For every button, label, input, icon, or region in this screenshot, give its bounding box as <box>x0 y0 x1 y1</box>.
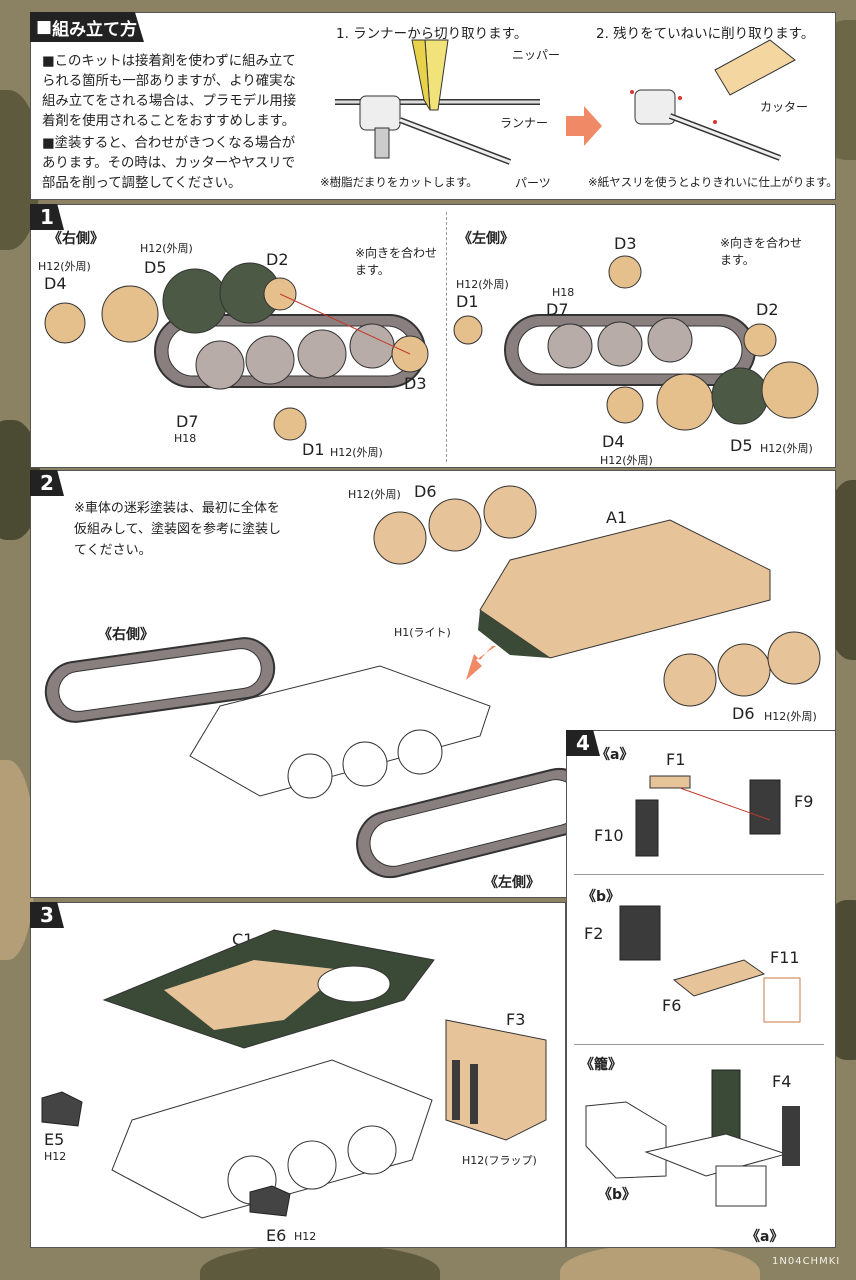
howto-step2-title: 2. 残りをていねいに削り取ります。 <box>596 26 815 42</box>
part-D1-left: D1 <box>456 292 479 311</box>
part-D6-bottom: D6 <box>732 704 755 723</box>
step-4-a-title: 《a》 <box>596 747 634 763</box>
step-4-cage-a-label: 《a》 <box>746 1229 784 1245</box>
arrow-icon <box>566 106 602 146</box>
step-4-a-parts <box>635 775 781 857</box>
step-2-hull-white <box>189 665 491 799</box>
step-4-cage-parts <box>585 1069 800 1207</box>
part-D7-left: D7 <box>546 300 569 319</box>
step-1-right-wheels <box>44 262 281 344</box>
runner-cut-illustration <box>335 39 540 165</box>
part-E5-shape <box>41 1091 83 1127</box>
step-1-number: 1 <box>30 204 64 230</box>
part-D4-right-h12: H12(外周) <box>38 260 91 273</box>
step-4-divider-2 <box>574 1044 824 1045</box>
section-title: ■組み立て方 <box>30 12 144 42</box>
part-F1: F1 <box>666 750 686 769</box>
step-2-number: 2 <box>30 470 64 496</box>
part-D1-left-h12: H12(外周) <box>456 278 509 291</box>
part-E6-shape <box>249 1185 291 1217</box>
part-D7-right: D7 <box>176 412 199 431</box>
part-D3-left: D3 <box>614 234 637 253</box>
part-E5-h12: H12 <box>44 1150 67 1163</box>
step-2-left-track <box>356 768 593 879</box>
part-F11: F11 <box>770 948 800 967</box>
part-F10: F10 <box>594 826 624 845</box>
step-2-paint-note: ※車体の迷彩塗装は、最初に全体を仮組みして、塗装図を参考に塗装してください。 <box>74 501 281 558</box>
part-D4-left: D4 <box>602 432 625 451</box>
part-D2-right: D2 <box>266 250 289 269</box>
step-1-divider <box>446 212 448 462</box>
intro-paragraph-1: ■このキットは接着剤を使わずに組み立てられる箇所も一部ありますが、より確実な組み… <box>42 54 297 129</box>
step-4-cage-title: 《籠》 <box>580 1057 622 1073</box>
part-D5-right: D5 <box>144 258 167 277</box>
step-2-hull-tan <box>478 519 771 659</box>
howto-step1-title: 1. ランナーから切り取ります。 <box>336 26 528 42</box>
step-1-right-track <box>154 314 426 390</box>
part-E6-h12: H12 <box>294 1230 317 1243</box>
intro-text: ■このキットは接着剤を使わずに組み立てられる箇所も一部ありますが、より確実な組み… <box>42 52 304 196</box>
part-D7-right-h18: H18 <box>174 432 197 445</box>
part-D1-right: D1 <box>302 440 325 459</box>
runner-label: ランナー <box>500 116 549 130</box>
arrow-icon <box>466 646 496 680</box>
part-D4-left-h12: H12(外周) <box>600 454 653 467</box>
part-F9: F9 <box>794 792 814 811</box>
part-D6-top-h12: H12(外周) <box>348 488 401 501</box>
step-3-flap <box>445 1019 547 1141</box>
part-D3-right: D3 <box>404 374 427 393</box>
cutter-label: カッター <box>760 100 809 114</box>
step-3-upper-hull <box>102 929 435 1049</box>
part-F4: F4 <box>772 1072 792 1091</box>
part-D7-left-h18: H18 <box>552 286 575 299</box>
step-1-right-orient-note: ※向きを合わせます。 <box>355 246 438 277</box>
nipper-label: ニッパー <box>512 48 561 62</box>
step-3-lower-hull <box>111 1059 433 1219</box>
part-A1: A1 <box>606 508 628 527</box>
step-1-left-track <box>504 314 756 386</box>
part-F2: F2 <box>584 924 604 943</box>
intro-paragraph-2: ■塗装すると、合わせがきつくなる場合があります。その時は、カッターやヤスリで部品… <box>42 136 296 191</box>
howto-note-2: ※紙ヤスリを使うとよりきれいに仕上がります。 <box>588 175 838 189</box>
cutter-illustration <box>630 39 796 161</box>
step-4-b-title: 《b》 <box>582 889 621 905</box>
footer-code: 1N04CHMKI <box>772 1256 841 1267</box>
step-4-cage-b-label: 《b》 <box>598 1187 637 1203</box>
part-E5: E5 <box>44 1130 65 1149</box>
step-1-right-title: 《右側》 <box>48 231 104 247</box>
parts-label: パーツ <box>515 176 551 190</box>
step-2-right-track <box>44 637 276 723</box>
part-F3: F3 <box>506 1010 526 1029</box>
step-1-left-wheels <box>606 361 819 431</box>
step-1-right-small-parts <box>263 277 429 441</box>
part-D5-left: D5 <box>730 436 753 455</box>
part-D4-right: D4 <box>44 274 67 293</box>
part-F6: F6 <box>662 996 682 1015</box>
part-D6-bottom-h12: H12(外周) <box>764 710 817 723</box>
step-1-left-small-parts <box>453 255 777 357</box>
howto-note-1: ※樹脂だまりをカットします。 <box>320 175 478 189</box>
part-H1-light: H1(ライト) <box>394 626 451 639</box>
part-D6-top: D6 <box>414 482 437 501</box>
part-F3-flap-label: H12(フラップ) <box>462 1154 537 1167</box>
step-1-left-title: 《左側》 <box>458 231 514 247</box>
part-E6: E6 <box>266 1226 287 1245</box>
part-D5-right-h12: H12(外周) <box>140 242 193 255</box>
step-2-wheels-top <box>373 485 537 565</box>
part-D1-right-h12: H12(外周) <box>330 446 383 459</box>
step-4-b-parts <box>619 905 801 1023</box>
step-2-left-title: 《左側》 <box>484 875 540 891</box>
step-2-wheels-bottom <box>663 631 821 707</box>
part-D2-left: D2 <box>756 300 779 319</box>
step-1-left-orient-note: ※向きを合わせます。 <box>720 236 803 267</box>
step-2-right-title: 《右側》 <box>98 627 154 643</box>
step-4-divider-1 <box>574 874 824 875</box>
step-4-number: 4 <box>566 730 600 756</box>
part-D5-left-h12: H12(外周) <box>760 442 813 455</box>
